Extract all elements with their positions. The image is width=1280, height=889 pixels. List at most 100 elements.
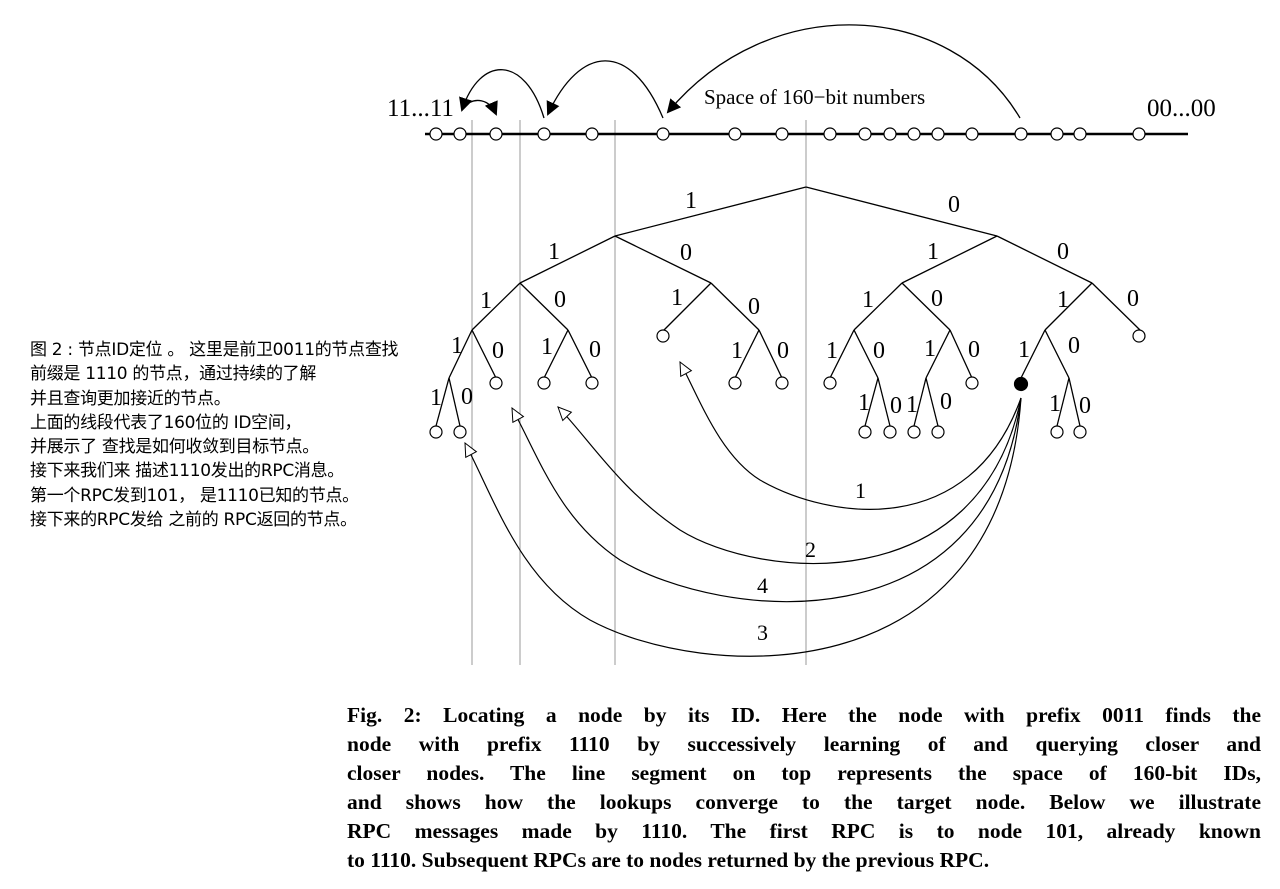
tree-edge (614, 186, 807, 237)
id-node (823, 127, 837, 141)
right-end-label: 00...00 (1147, 95, 1216, 122)
edge-label: 0 (931, 286, 943, 312)
id-node (453, 127, 467, 141)
tree-edge (519, 282, 569, 331)
convergence-arcs (459, 24, 1021, 119)
id-node (728, 127, 742, 141)
leaf-node (489, 376, 503, 390)
tree-edge (913, 377, 927, 427)
edge-label: 1 (927, 239, 939, 265)
edge-label: 1 (731, 338, 743, 364)
edge-label: 1 (826, 338, 838, 364)
note-line: 并且查询更加接近的节点。 (30, 388, 231, 409)
leaf-node (907, 425, 921, 439)
id-node (429, 127, 443, 141)
edge-label: 1 (548, 239, 560, 265)
rpc-label: 1 (855, 478, 866, 503)
caption-line: closer nodes. The line segment on top re… (347, 761, 1261, 785)
note-line: 接下来我们来 描述1110发出的RPC消息。 (30, 461, 345, 482)
id-node (775, 127, 789, 141)
tree-edge (471, 329, 497, 379)
tree-edge (1056, 377, 1070, 427)
source-node (1013, 376, 1029, 392)
id-node (537, 127, 551, 141)
id-node (585, 127, 599, 141)
rpc-label: 2 (805, 537, 816, 562)
convergence-arc (546, 60, 664, 119)
rpc-label: 4 (757, 573, 768, 598)
id-node (965, 127, 979, 141)
tree-edge (996, 235, 1093, 284)
edge-label: 1 (685, 188, 697, 214)
leaf-node (585, 376, 599, 390)
id-space-nodes (429, 127, 1146, 141)
leaf-node (858, 425, 872, 439)
kademlia-lookup-diagram: 11...11 00...00 Space of 160−bit numbers (387, 24, 1216, 665)
tree-edge (1020, 329, 1046, 379)
leaf-node (429, 425, 443, 439)
id-node (858, 127, 872, 141)
tree-edge (734, 329, 760, 379)
edge-label: 1 (480, 288, 492, 314)
edge-label: 0 (680, 240, 692, 266)
tree-edge (543, 329, 569, 379)
edge-label: 0 (1127, 286, 1139, 312)
rpc-arrow-2 (557, 397, 1022, 565)
tree-edge (1068, 377, 1081, 427)
rpc-arrow-4 (511, 397, 1022, 603)
edge-label: 1 (1049, 391, 1061, 417)
id-node (1014, 127, 1028, 141)
leaf-node (1050, 425, 1064, 439)
edge-label: 0 (890, 393, 902, 419)
note-line: 图 2 : 节点ID定位 。 这里是前卫0011的节点查找 (30, 340, 399, 360)
caption-line: to 1110. Subsequent RPCs are to nodes re… (347, 848, 990, 872)
edge-label: 1 (862, 287, 874, 313)
id-node (907, 127, 921, 141)
edge-label: 1 (541, 334, 553, 360)
edge-label: 0 (492, 338, 504, 364)
edge-label: 0 (873, 338, 885, 364)
tree-edge (853, 329, 879, 379)
edge-label: 1 (671, 285, 683, 311)
edge-label: 0 (1057, 239, 1069, 265)
id-node (1132, 127, 1146, 141)
rpc-arrow-1 (679, 360, 1022, 510)
tree-edge (1044, 282, 1093, 331)
tree-edge (471, 282, 521, 331)
id-node (1050, 127, 1064, 141)
convergence-arc (666, 24, 1021, 119)
tree-edge (901, 235, 998, 284)
tree-edge (925, 377, 939, 427)
tree-edge (805, 186, 998, 237)
tree-edge (877, 377, 891, 427)
note-line: 第一个RPC发到101， 是1110已知的节点。 (30, 485, 359, 506)
tree-edge (864, 377, 879, 427)
edge-label: 1 (906, 392, 918, 418)
note-line: 接下来的RPC发给 之前的 RPC返回的节点。 (30, 510, 357, 531)
leaf-node (728, 376, 742, 390)
caption-line: RPC messages made by 1110. The first RPC… (347, 819, 1261, 843)
note-line: 前缀是 1110 的节点，通过持续的了解 (30, 364, 317, 385)
tree-edge (448, 377, 461, 427)
edge-label: 0 (1079, 393, 1091, 419)
rpc-label: 3 (757, 620, 768, 645)
tree-edge (663, 282, 712, 331)
edge-label: 0 (554, 287, 566, 313)
caption-line: node with prefix 1110 by successively le… (347, 732, 1261, 756)
rpc-arrow-3 (464, 397, 1022, 657)
edge-label: 0 (968, 337, 980, 363)
tree-edge (829, 329, 855, 379)
edge-label: 1 (430, 385, 442, 411)
edge-label: 0 (461, 384, 473, 410)
note-line: 上面的线段代表了160位的 ID空间， (30, 412, 302, 433)
edge-label: 0 (589, 337, 601, 363)
tree-leaves (429, 329, 1146, 439)
edge-label: 0 (948, 192, 960, 218)
edge-label: 0 (777, 338, 789, 364)
leaf-node (453, 425, 467, 439)
leaf-node (775, 376, 789, 390)
id-node (931, 127, 945, 141)
tree-edge (949, 329, 973, 379)
leaf-node (931, 425, 945, 439)
tree-edge (758, 329, 783, 379)
